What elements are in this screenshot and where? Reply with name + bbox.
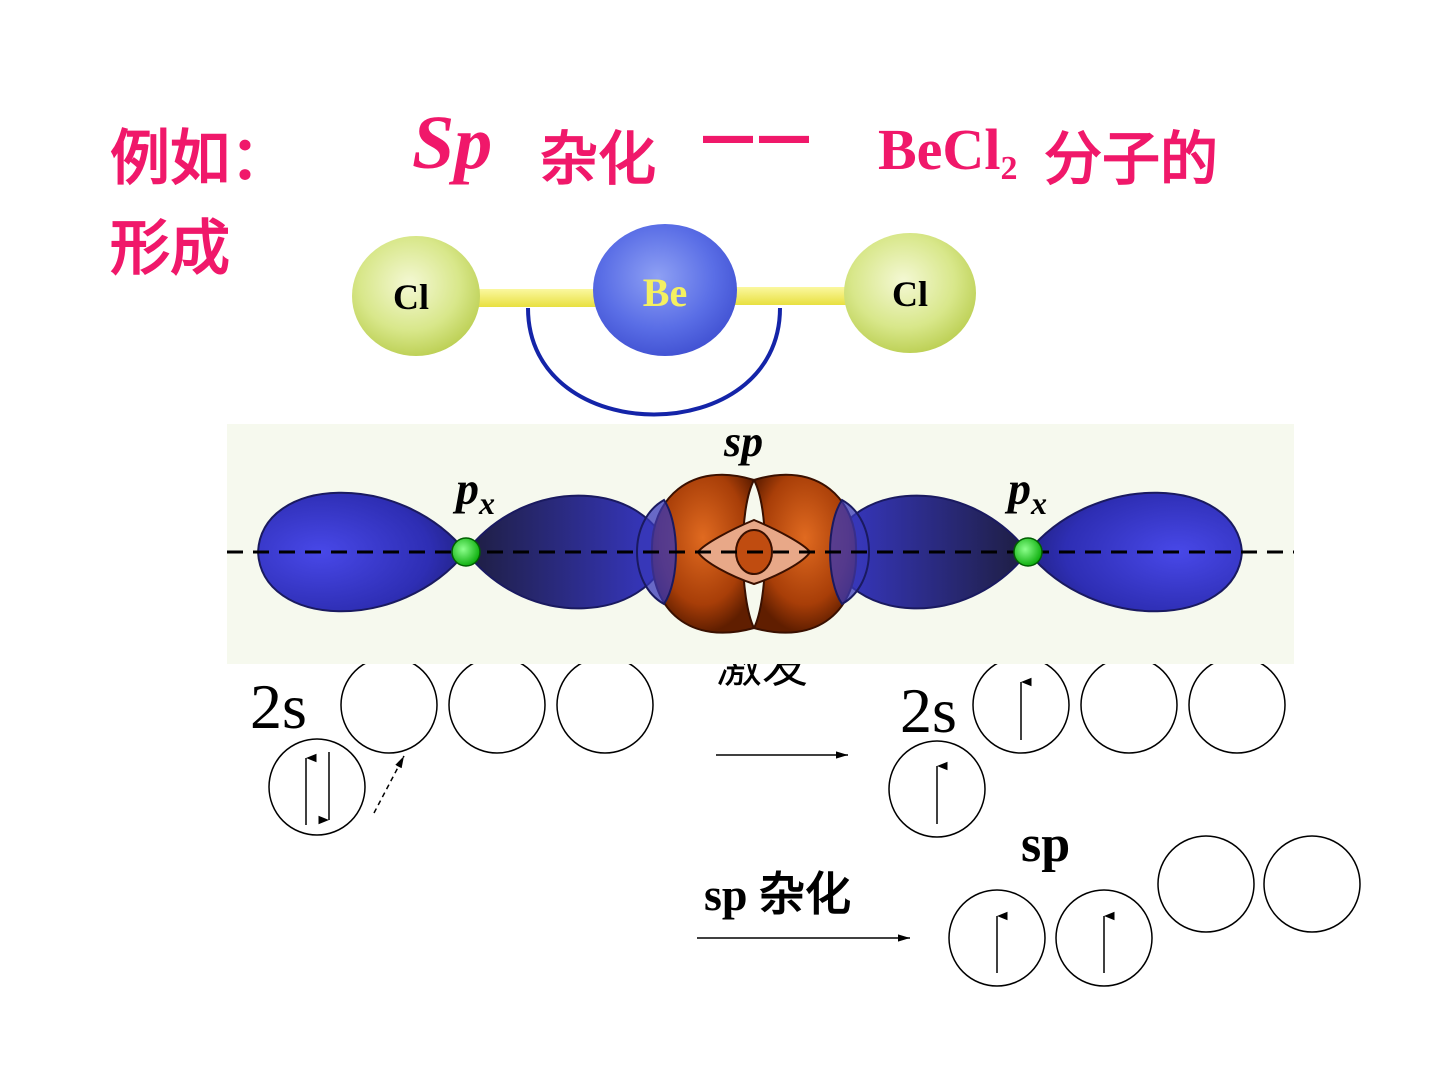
p-box-1: [1157, 835, 1255, 933]
becl2-molecule: Cl Be Cl: [352, 224, 976, 417]
sp-orbital-panel-label: sp: [723, 417, 763, 466]
title-dash: ——: [700, 104, 812, 169]
ground-2p-box-2: [448, 656, 546, 754]
formula-subscript: 2: [1000, 150, 1018, 187]
sp-orbital-label: sp: [1021, 816, 1070, 873]
title-hybrid-word: 杂化: [540, 125, 657, 193]
right-px-label: px: [1004, 463, 1047, 521]
excited-2p-box-3: [1188, 656, 1286, 754]
left-bond: [470, 289, 610, 307]
left-cl-atom: [352, 236, 480, 356]
electron-configuration: 2s 激发 2s sp 杂化 sp: [250, 639, 1361, 987]
be-label: Be: [643, 270, 687, 315]
excited-2s-label: 2s: [900, 675, 957, 746]
right-overlap-region: [829, 498, 870, 606]
be-atom: [593, 224, 737, 356]
left-px-main: p: [452, 463, 479, 514]
ground-2s-label: 2s: [250, 671, 307, 742]
ground-2s-box: [268, 738, 366, 836]
left-px-label: px: [452, 463, 495, 521]
title-formula: BeCl2: [878, 116, 1017, 188]
title-hybrid-type: Sp: [412, 101, 493, 185]
right-bond: [720, 287, 860, 305]
formula-main: BeCl: [878, 117, 1001, 182]
bond-angle-arc: [526, 307, 782, 417]
right-cl-nucleus: [1013, 537, 1043, 567]
excited-2p-box-2: [1080, 656, 1178, 754]
title-line2: 形成: [110, 214, 230, 284]
excitation-dashed-arrow: [373, 755, 405, 814]
orbital-overlap-panel: sp px px: [227, 417, 1294, 664]
title-suffix: 分子的: [1044, 125, 1219, 193]
left-cl-nucleus: [451, 537, 481, 567]
p-box-2: [1263, 835, 1361, 933]
right-cl-atom: [844, 233, 976, 353]
title-prefix: 例如：: [110, 124, 290, 194]
left-px-sub: x: [478, 485, 495, 521]
right-cl-label: Cl: [892, 274, 928, 314]
left-cl-label: Cl: [393, 277, 429, 317]
hybridization-label: sp 杂化: [704, 869, 851, 920]
right-px-sub: x: [1030, 485, 1047, 521]
ground-2p-box-1: [340, 656, 438, 754]
ground-2p-box-3: [556, 656, 654, 754]
right-px-main: p: [1004, 463, 1031, 514]
